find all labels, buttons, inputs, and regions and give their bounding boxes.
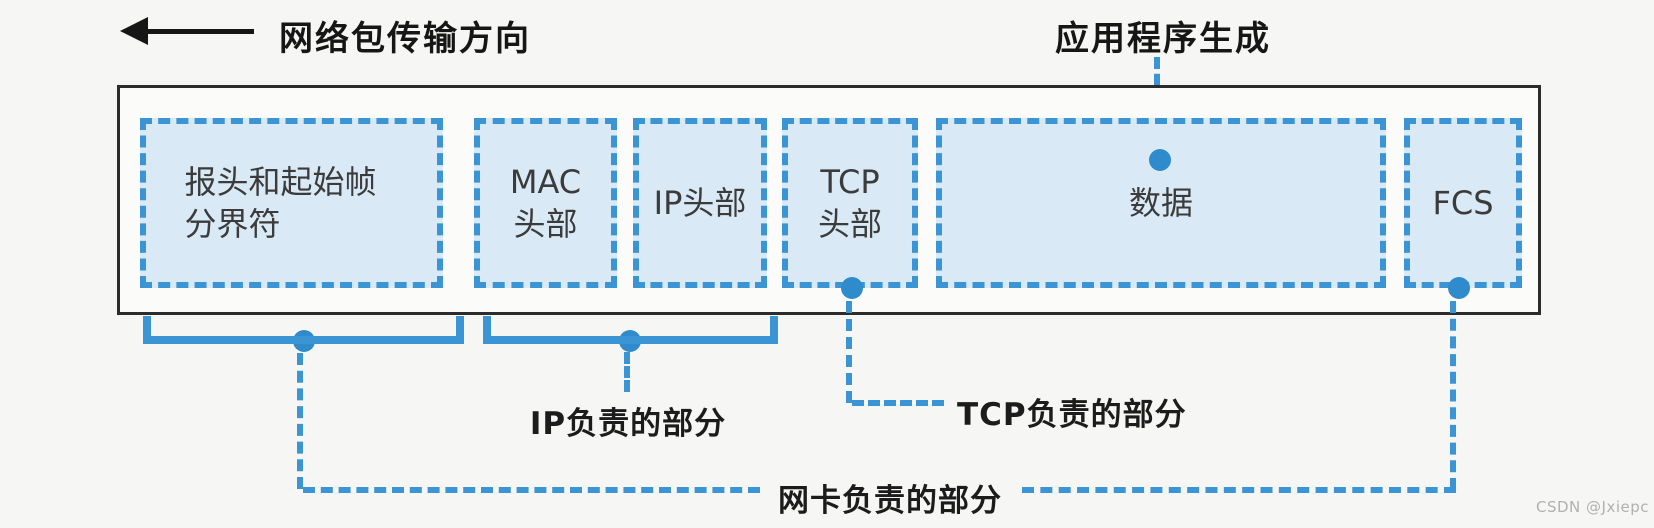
segment-preamble-sfd: 报头和起始帧 分界符 [140,118,443,288]
ip-responsibility-label: IP负责的部分 [529,406,727,442]
left-arrow-shaft [144,29,254,34]
segment-fcs: FCS [1404,118,1522,288]
tcp-label-connector-vertical [846,301,852,403]
transport-direction-label: 网络包传输方向 [279,19,531,59]
segment-fcs-label: FCS [1432,183,1494,222]
tcp-label-connector-horizontal [852,400,944,406]
segment-ip-header-label: IP头部 [653,183,747,222]
nic-label-connector-right-horizontal [1022,487,1456,493]
app-generated-label: 应用程序生成 [1055,19,1271,59]
segment-tcp-header: TCP 头部 [782,118,918,288]
fcs-dot [1448,277,1470,299]
segment-ip-header: IP头部 [633,118,767,288]
nic-responsibility-label: 网卡负责的部分 [778,483,1002,519]
segment-mac-header: MAC 头部 [474,118,617,288]
nic-part-bracket [143,316,464,344]
nic-label-connector-left-horizontal [303,487,760,493]
ip-part-bracket [483,316,778,344]
segment-preamble-sfd-label: 报头和起始帧 分界符 [184,162,377,243]
data-segment-dot [1149,149,1171,171]
segment-data-label: 数据 [1128,183,1193,222]
tcp-responsibility-label: TCP负责的部分 [957,397,1187,433]
watermark-text: CSDN @Jxiepc [1536,498,1649,516]
segment-tcp-header-label: TCP 头部 [817,162,882,243]
fcs-connector-vertical [1450,301,1456,490]
nic-label-connector-left-vertical [297,353,303,489]
tcp-header-dot [841,277,863,299]
ip-label-connector [624,352,630,392]
left-arrow-icon [120,17,148,45]
segment-mac-header-label: MAC 头部 [509,162,582,243]
segment-data: 数据 [936,118,1386,288]
